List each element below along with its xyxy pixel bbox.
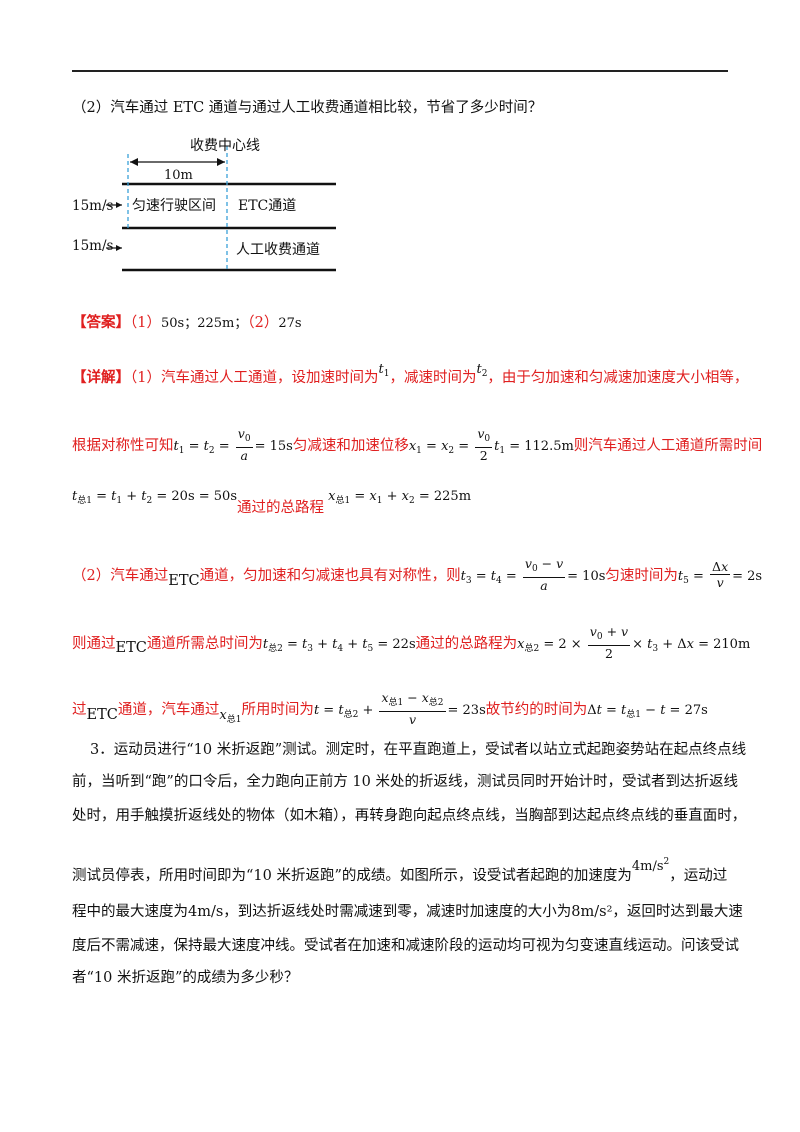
detail-line-1: 【详解】（1）汽车通过人工通道，设加速时间为t1，减速时间为t2，由于匀加速和匀…: [72, 362, 749, 393]
answer-part2-value: 27s: [278, 316, 302, 331]
uniform-zone-label: 匀速行驶区间: [132, 198, 216, 214]
speed-arrow-top-head: [116, 202, 122, 208]
question-3-line-7: 者“10 米折返跑”的成绩为多少秒？: [72, 970, 299, 986]
t2-symbol: t2: [476, 362, 488, 379]
question-3-line-4a: 测试员停表，所用时间即为“10 米折返跑”的成绩。如图所示，设受试者起跑的加速度…: [72, 868, 632, 884]
detail-l6-etc: ETC: [86, 707, 118, 723]
question-3-line-4: 测试员停表，所用时间即为“10 米折返跑”的成绩。如图所示，设受试者起跑的加速度…: [72, 857, 728, 887]
eq-total-time-1: t总1 = t1 + t2 = 20s = 50s: [72, 489, 237, 506]
detail-l5b: 通道所需总时间为: [146, 636, 263, 652]
speed-arrow-bottom-head: [116, 245, 122, 251]
top-rule: [72, 70, 728, 72]
detail-l2c: 则汽车通过人工通道所需时间: [573, 438, 763, 454]
center-line-label: 收费中心线: [190, 138, 260, 154]
answer-label: 【答案】: [72, 314, 130, 331]
detail-l6b: 通道，汽车通过: [117, 702, 220, 718]
detail-line-4: （2）汽车通过ETC通道，匀加速和匀减速也具有对称性，则t3 = t4 = v0…: [72, 556, 763, 595]
detail-l1c: ，由于匀加速和匀减速加速度大小相等，: [487, 370, 749, 386]
question-3-line-4b: ，运动过: [669, 868, 728, 884]
t1-symbol: t1: [378, 362, 390, 379]
eq-total-distance-1: x总1 = x1 + x2 = 225m: [328, 489, 472, 506]
distance-arrow-right-head: [217, 158, 225, 166]
distance-arrow-left-head: [130, 158, 138, 166]
acceleration-value: 4m/s2: [631, 857, 670, 874]
detail-l2b: 匀减速和加速位移: [292, 438, 409, 454]
detail-l3a: 通过的总路程: [237, 500, 324, 516]
question-3-line-5: 程中的最大速度为4m/s，到达折返线处时需减速到零，减速时加速度的大小为8m/s…: [72, 904, 743, 920]
detail-line-5: 则通过ETC通道所需总时间为t总2 = t3 + t4 + t5 = 22s通过…: [72, 624, 751, 663]
detail-l5a: 则通过: [72, 636, 116, 652]
question-3-line-3: 处时，用手触摸折返线处的物体（如木箱），再转身跑向起点终点线，当胸部到达起点终点…: [72, 808, 747, 824]
question-3-line-1: 3．运动员进行“10 米折返跑”测试。测定时，在平直跑道上，受试者以站立式起跑姿…: [90, 742, 747, 758]
detail-l5c: 通过的总路程为: [415, 636, 518, 652]
toll-diagram: 收费中心线 10m 15m/s 匀速行驶区间 ETC通道 15m/s 人工收费通…: [72, 128, 352, 278]
detail-l4c: 匀速时间为: [605, 568, 678, 584]
answer-part1-num: （1）: [130, 315, 161, 331]
detail-l1b: ，减速时间为: [389, 370, 477, 386]
answer-line: 【答案】（1）50s；225m；（2）27s: [72, 313, 302, 334]
toll-diagram-svg: [106, 146, 336, 272]
detail-l6d: 故节约的时间为: [485, 702, 588, 718]
detail-l5-etc: ETC: [115, 640, 147, 656]
detail-l1a: （1）汽车通过人工通道，设加速时间为: [130, 370, 379, 386]
detail-l6a: 过: [72, 702, 87, 718]
question-2-text: （2）汽车通过 ETC 通道与通过人工收费通道相比较，节省了多少时间？: [72, 100, 543, 116]
distance-label: 10m: [164, 168, 193, 183]
detail-l4-etc: ETC: [168, 573, 200, 589]
detail-line-3: t总1 = t1 + t2 = 20s = 50s通过的总路程 x总1 = x1…: [72, 486, 472, 516]
eq-total-time-2: t总2 = t3 + t4 + t5 = 22s: [262, 637, 416, 654]
speed-label-bottom: 15m/s: [72, 238, 114, 254]
detail-l2a: 根据对称性可知: [72, 438, 174, 454]
answer-part2-num: （2）: [247, 315, 279, 331]
x-total1-symbol: x总1: [219, 708, 242, 725]
etc-lane-label: ETC通道: [238, 198, 297, 214]
question-3-line-2: 前，当听到“跑”的口令后，全力跑向正前方 10 米处的折返线，测试员同时开始计时…: [72, 774, 738, 790]
manual-lane-label: 人工收费通道: [236, 242, 320, 258]
answer-part1-values: 50s；225m；: [160, 316, 248, 331]
detail-l6c: 所用时间为: [241, 702, 314, 718]
speed-label-top: 15m/s: [72, 198, 114, 214]
question-3-line-6: 度后不需减速，保持最大速度冲线。受试者在加速和减速阶段的运动均可视为匀变速直线运…: [72, 938, 739, 954]
detail-l4a: （2）汽车通过: [72, 568, 169, 584]
eq-saved-time: Δt = t总1 − t = 27s: [587, 703, 708, 720]
detail-l4b: 通道，匀加速和匀减速也具有对称性，则: [199, 568, 461, 584]
detail-label: 【详解】: [72, 369, 130, 386]
